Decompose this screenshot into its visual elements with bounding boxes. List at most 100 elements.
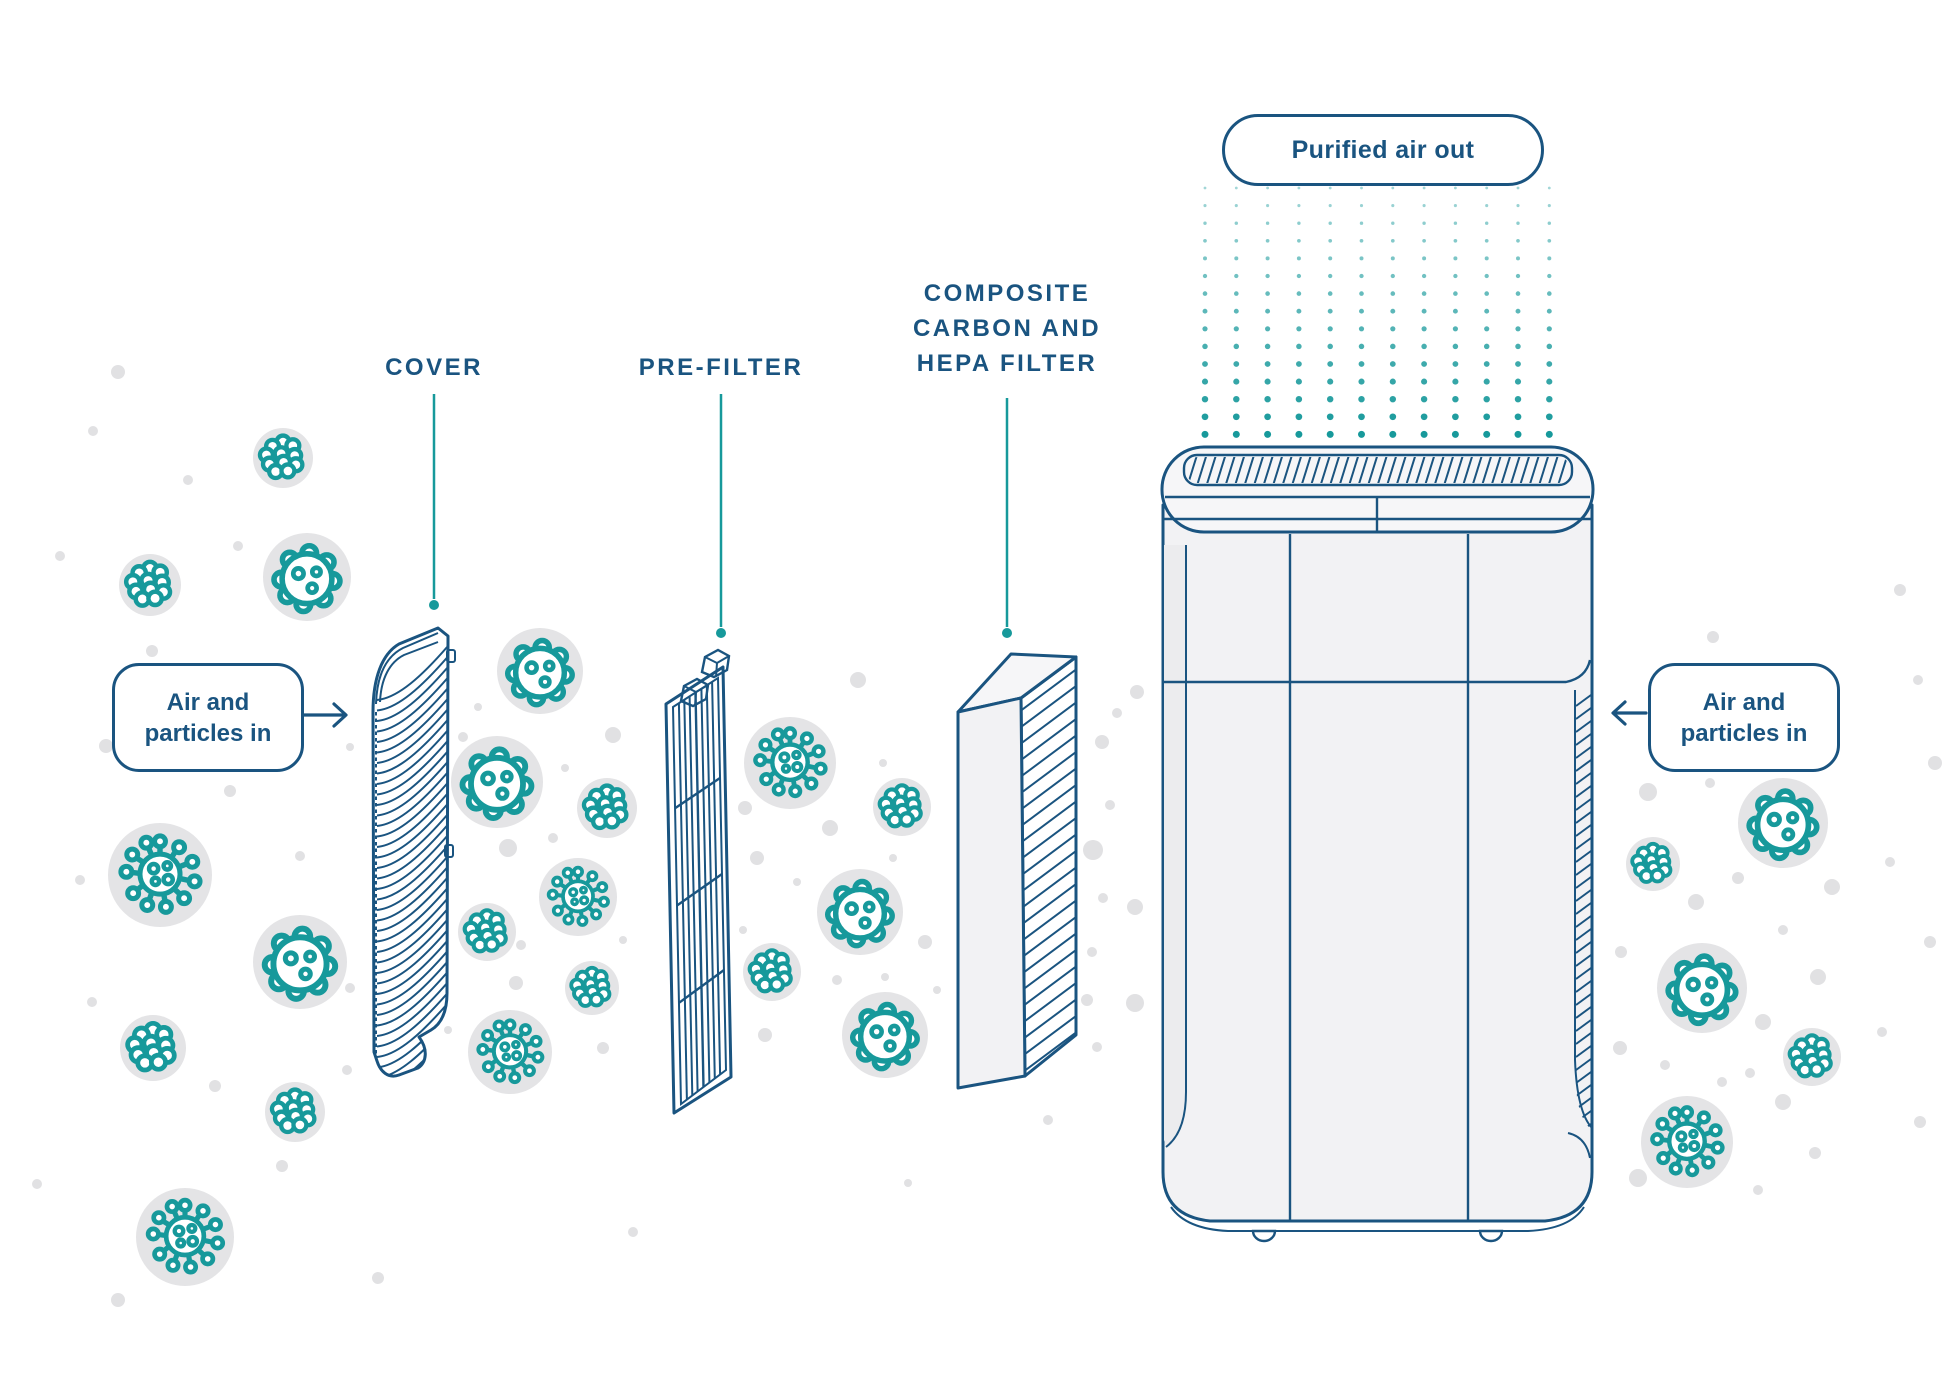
purified-air-dot: [1234, 291, 1239, 296]
purifier-left-inset: [1164, 545, 1186, 1147]
pollen-particle: [265, 1082, 325, 1142]
dust-dot: [548, 833, 558, 843]
purified-air-dot: [1201, 378, 1209, 385]
purified-air-dot: [1233, 343, 1240, 350]
dust-dot: [1707, 631, 1719, 643]
purified-air-dot: [1203, 221, 1207, 225]
purified-air-dot: [1202, 273, 1208, 279]
purified-air-dot: [1485, 204, 1489, 208]
purified-air-dot: [1515, 291, 1521, 296]
pollen-particle: [743, 943, 801, 1001]
purified-air-dot: [1390, 273, 1395, 279]
dust-dot: [111, 1293, 125, 1307]
purified-air-dot: [1328, 238, 1333, 243]
purified-air-dot: [1296, 291, 1302, 296]
purified-air-dot: [1358, 378, 1365, 385]
dust-dot: [209, 1080, 221, 1092]
purified-air-dot: [1202, 361, 1208, 367]
purified-air-dot: [1265, 221, 1270, 225]
purified-air-dot: [1264, 343, 1271, 350]
dust-dot: [458, 732, 468, 742]
purified-air-dot: [1516, 204, 1520, 208]
purified-air-dots-layer: [1201, 186, 1553, 438]
dust-dot: [509, 976, 523, 990]
purified-air-dot: [1202, 291, 1208, 296]
purified-air-dot: [1234, 186, 1238, 190]
dust-dot: [1615, 946, 1627, 958]
dust-dot: [1745, 1068, 1755, 1078]
germ-particle: [136, 1188, 234, 1286]
dust-dot: [561, 764, 569, 772]
dust-dot: [1877, 1027, 1887, 1037]
dust-dot: [499, 839, 517, 857]
purified-air-dot: [1452, 413, 1459, 421]
dust-dot: [345, 983, 355, 993]
purified-air-dot: [1327, 291, 1333, 296]
purified-air-dot: [1202, 326, 1208, 332]
pre-filter-label: PRE-FILTER: [638, 354, 804, 381]
germ-particle: [539, 858, 617, 936]
virus-particle: [497, 628, 583, 714]
purified-air-dot: [1484, 326, 1490, 332]
purified-air-dot: [1545, 430, 1553, 438]
purified-air-dot: [1233, 396, 1240, 403]
purified-air-dot: [1297, 238, 1301, 243]
dust-dot: [1732, 872, 1744, 884]
dust-dot: [1083, 840, 1103, 860]
purified-air-dot: [1327, 361, 1334, 367]
dust-dot: [822, 820, 838, 836]
pollen-particle: [119, 554, 181, 616]
germ-particle: [1641, 1096, 1733, 1188]
purified-air-dot: [1389, 361, 1396, 367]
dust-dot: [793, 878, 801, 886]
purified-air-dot: [1389, 413, 1397, 421]
purified-air-dot: [1453, 256, 1458, 261]
dust-dot: [295, 851, 305, 861]
pollen-cluster-icon: [128, 1023, 175, 1070]
purified-air-dot: [1295, 430, 1303, 438]
purified-air-dot: [1546, 361, 1553, 367]
purifier-foot-right: [1478, 1229, 1504, 1243]
purified-air-dot: [1328, 273, 1333, 279]
dust-dot: [1087, 947, 1097, 957]
purified-air-dot: [1484, 256, 1489, 261]
pollen-cluster-icon: [465, 910, 506, 951]
purified-air-dot: [1547, 256, 1552, 261]
dust-dot: [1095, 735, 1109, 749]
pollen-cluster-icon: [1630, 841, 1673, 884]
cover-tab-middle: [444, 844, 454, 858]
dust-dot: [146, 645, 158, 657]
air-in-left-callout: Air and particles in: [112, 663, 304, 772]
pollen-particle: [253, 428, 313, 488]
purified-air-dot: [1516, 238, 1520, 243]
purified-air-dot: [1390, 238, 1395, 243]
pollen-cluster-icon: [750, 950, 791, 991]
purified-air-dot: [1421, 361, 1427, 367]
purified-air-dot: [1452, 378, 1459, 385]
cover-tab-top: [446, 649, 456, 663]
purified-air-dot: [1264, 378, 1271, 385]
purified-air-dot: [1452, 361, 1459, 367]
pollen-cluster-icon: [260, 436, 302, 478]
purified-air-dot: [1515, 343, 1521, 350]
purified-air-dot: [1201, 396, 1209, 403]
dust-dot: [32, 1179, 42, 1189]
purified-air-dot: [1266, 204, 1270, 208]
purified-air-dot: [1360, 186, 1363, 190]
purified-air-dot: [1453, 273, 1458, 279]
purified-air-dot: [1515, 273, 1521, 279]
air-in-right-line1: Air and: [1702, 688, 1786, 716]
purifier-front-seam: [1164, 659, 1592, 684]
pollen-particle: [565, 961, 619, 1015]
purified-air-dot: [1546, 326, 1552, 332]
dust-dot: [904, 1179, 912, 1187]
purified-air-dot: [1359, 273, 1364, 279]
purified-air-dot: [1202, 343, 1208, 350]
purified-air-dot: [1514, 378, 1522, 385]
purified-air-dot: [1390, 256, 1395, 261]
right-inlet-arrow: [1611, 700, 1648, 726]
purified-air-dot: [1546, 343, 1553, 350]
purified-air-dot: [1359, 221, 1364, 225]
purified-air-dot: [1516, 186, 1520, 190]
composite-filter-label-line3: HEPA FILTER: [916, 350, 1098, 377]
